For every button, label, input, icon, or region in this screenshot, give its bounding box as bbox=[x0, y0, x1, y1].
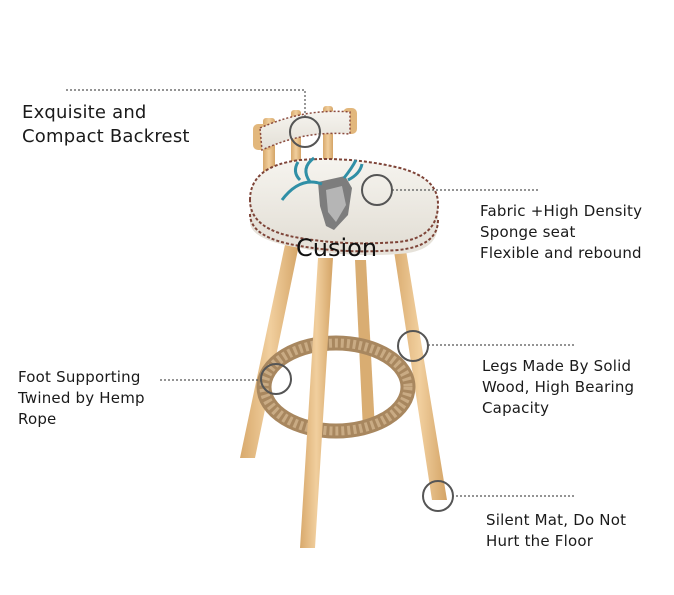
callout-footrest-line-3: Rope bbox=[18, 410, 57, 428]
hemp-rope-footrest bbox=[256, 335, 416, 439]
callout-seat-line-2: Sponge seat bbox=[480, 223, 576, 241]
footrest-magnifier-icon bbox=[260, 363, 292, 395]
callout-mat: Silent Mat, Do Not Hurt the Floor bbox=[486, 510, 626, 552]
callout-legs-line-1: Legs Made By Solid bbox=[482, 357, 632, 375]
callout-footrest-line-1: Foot Supporting bbox=[18, 368, 141, 386]
callout-backrest-line-2: Compact Backrest bbox=[22, 126, 190, 147]
callout-legs-line-3: Capacity bbox=[482, 399, 550, 417]
callout-seat-line-3: Flexible and rebound bbox=[480, 244, 642, 262]
stag-print bbox=[280, 156, 364, 230]
callout-footrest-line-2: Twined by Hemp bbox=[18, 389, 145, 407]
legs-magnifier-icon bbox=[397, 330, 429, 362]
magnifier-circles bbox=[260, 116, 454, 512]
stool-seat-cushion bbox=[248, 156, 440, 256]
callout-legs-line-2: Wood, High Bearing bbox=[482, 378, 635, 396]
callout-mat-line-1: Silent Mat, Do Not bbox=[486, 511, 627, 529]
callout-backrest: Exquisite and Compact Backrest bbox=[22, 101, 190, 149]
callout-footrest: Foot Supporting Twined by Hemp Rope bbox=[18, 367, 145, 430]
backrest-magnifier-icon bbox=[289, 116, 321, 148]
mat-magnifier-icon bbox=[422, 480, 454, 512]
seat-word: Cusion bbox=[296, 234, 378, 262]
seat-magnifier-icon bbox=[361, 174, 393, 206]
callout-legs: Legs Made By Solid Wood, High Bearing Ca… bbox=[482, 356, 634, 419]
stool-front-leg bbox=[300, 258, 333, 548]
callout-seat-line-1: Fabric +High Density bbox=[480, 202, 643, 220]
callout-backrest-line-1: Exquisite and bbox=[22, 102, 147, 123]
callout-seat: Fabric +High Density Sponge seat Flexibl… bbox=[480, 201, 642, 264]
callout-leaders bbox=[66, 89, 575, 497]
callout-mat-line-2: Hurt the Floor bbox=[486, 532, 594, 550]
